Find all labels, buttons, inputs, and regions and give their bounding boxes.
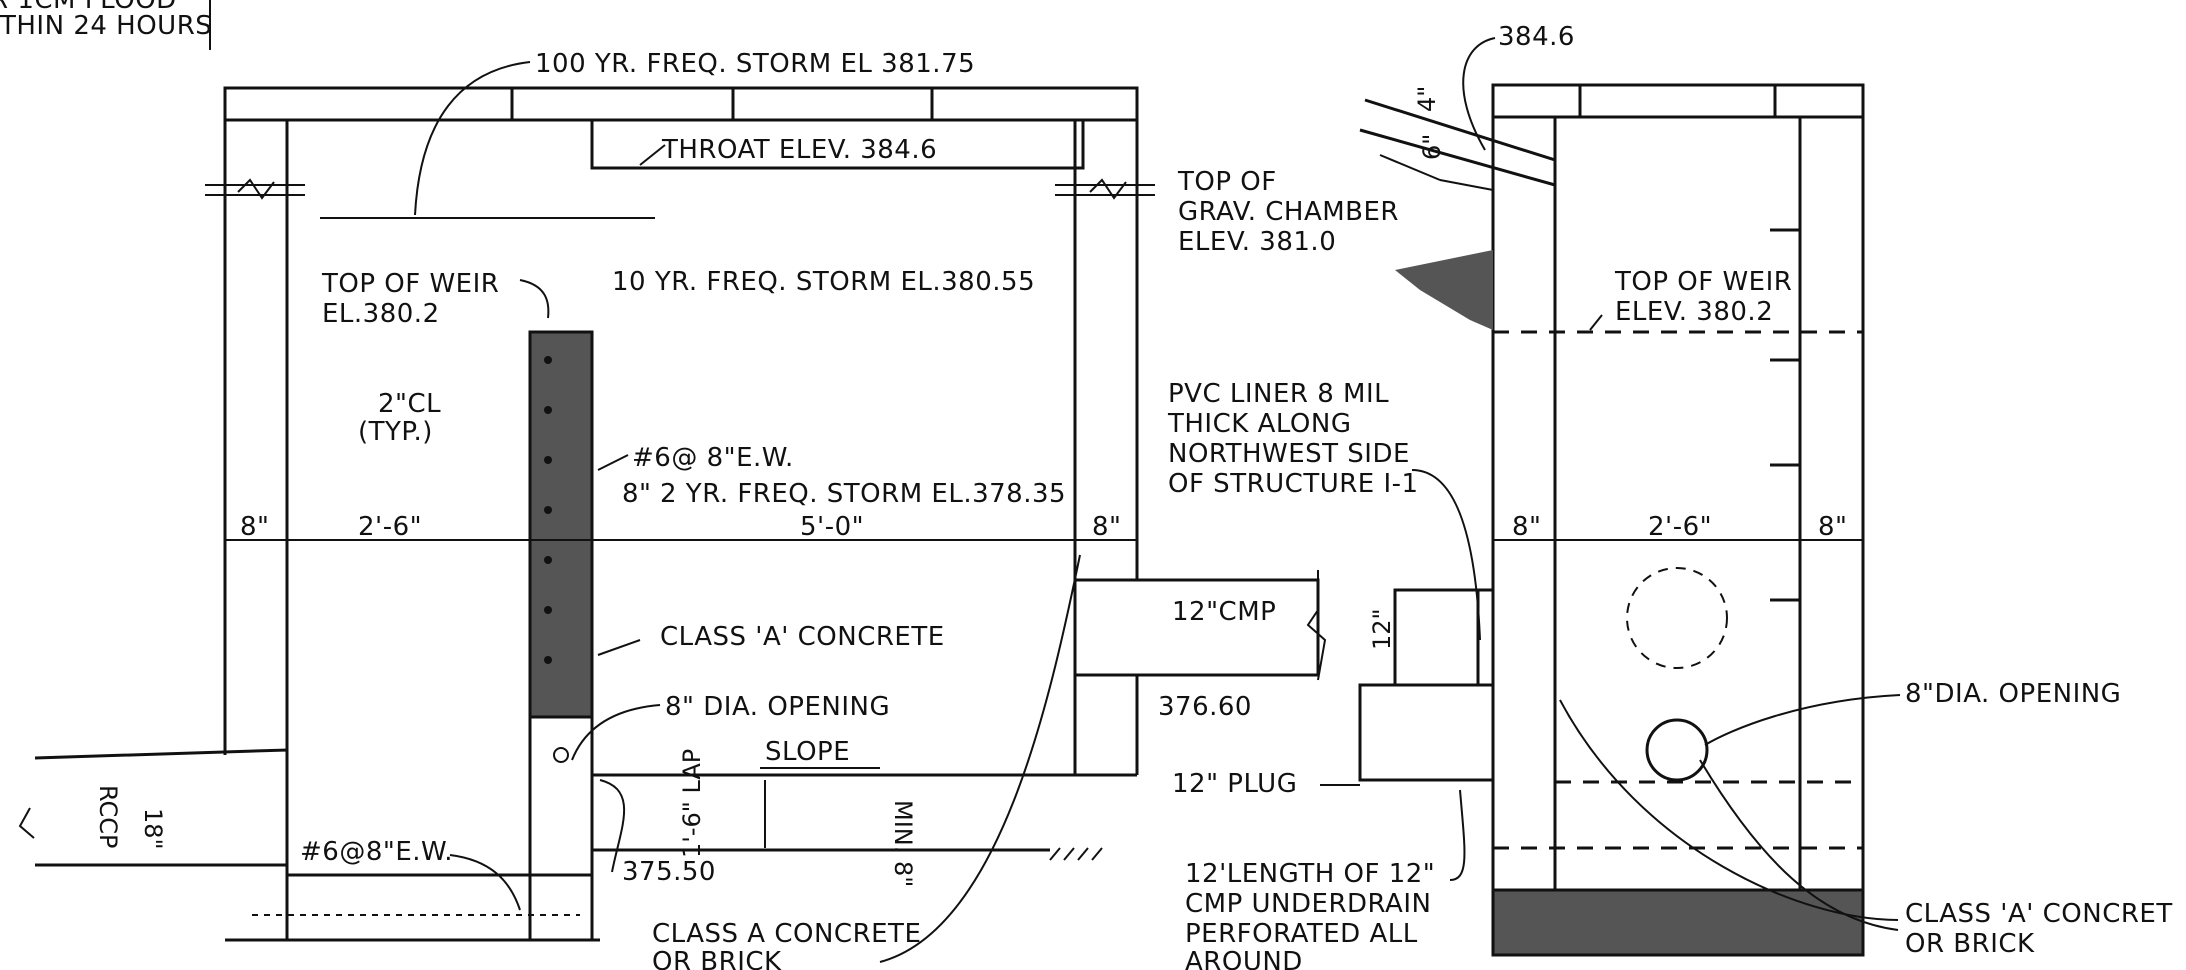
right-section — [1320, 37, 1901, 957]
ground-hatch — [1049, 847, 1103, 861]
plug-12 — [1358, 683, 1495, 782]
min-8-label: MIN. 8" — [889, 800, 917, 887]
rccp-size-label: 18" — [139, 808, 167, 850]
top-of-weir-right-2: ELEV. 380.2 — [1615, 297, 1773, 327]
dim-8-r1: 8" — [1512, 512, 1542, 542]
throat — [590, 118, 1085, 170]
leader-class-a-brick — [879, 554, 1081, 963]
weir-opening-mark — [553, 747, 569, 763]
dim-2-6-left: 2'-6" — [358, 512, 422, 542]
cmp-outlet — [1073, 578, 1320, 677]
top-of-weir-left-1: TOP OF WEIR — [321, 269, 499, 299]
cl-label-2: (TYP.) — [358, 417, 433, 447]
dim-2-6-right: 2'-6" — [1648, 512, 1712, 542]
elev-376-60-label: 376.60 — [1158, 692, 1252, 722]
rccp-break — [18, 807, 35, 839]
lap-label: 1'-6" LAP — [678, 749, 706, 858]
leader-class-a — [597, 639, 641, 656]
cl-label-1: 2"CL — [378, 389, 441, 419]
top-gray-1: TOP OF — [1177, 167, 1277, 197]
flood-note-line-2: THIN 24 HOURS — [0, 11, 212, 41]
left-section — [18, 61, 1327, 963]
flood-note-line-1: R 1CM FLOOD — [0, 0, 177, 15]
dim-8-mid: 8" — [1092, 512, 1122, 542]
weir-concrete — [530, 332, 592, 717]
top-gray-2: GRAV. CHAMBER — [1178, 197, 1399, 227]
dim-4-label: 4" — [1413, 86, 1441, 112]
underdrain-4: AROUND — [1185, 947, 1303, 970]
dashed-opening — [1626, 567, 1728, 669]
leader-100yr — [414, 61, 531, 216]
class-a-brick-2: OR BRICK — [652, 947, 782, 970]
leader-weir — [519, 279, 550, 319]
top-slab — [223, 86, 1139, 122]
leader-dia-opening — [571, 704, 661, 761]
plug-12-label: 12" PLUG — [1172, 769, 1297, 799]
rccp-label: RCCP — [94, 785, 122, 848]
rebar-dots — [544, 356, 552, 664]
leader-weir-right — [1589, 314, 1603, 331]
slope-label: SLOPE — [765, 737, 850, 767]
rebar-lower-label: #6@8"E.W. — [300, 837, 453, 867]
dia-opening-right-label: 8"DIA. OPENING — [1905, 679, 2121, 709]
leader-375-50 — [599, 779, 625, 873]
gravel-lid — [1359, 98, 1557, 187]
dim-8-left: 8" — [240, 512, 270, 542]
elev-375-50-label: 375.50 — [622, 857, 716, 887]
leader-rebar-lower — [449, 854, 521, 911]
dim-12-label: 12" — [1368, 608, 1396, 650]
leader-pvc — [1411, 469, 1481, 641]
top-of-weir-left-2: EL.380.2 — [322, 299, 440, 329]
pvc-line-3: NORTHWEST SIDE — [1168, 439, 1410, 469]
right-base-concrete — [1493, 890, 1863, 955]
top-gray-3: ELEV. 381.0 — [1178, 227, 1336, 257]
throat-elev-label: THROAT ELEV. 384.6 — [661, 135, 937, 165]
cmp-break — [1306, 570, 1327, 681]
gravel-lid-lower — [1379, 154, 1494, 191]
class-a-right-2: OR BRICK — [1905, 929, 2035, 959]
leader-class-right-2 — [1699, 759, 1899, 931]
break-mark-left — [205, 178, 305, 200]
class-a-concrete-label: CLASS 'A' CONCRETE — [660, 622, 945, 652]
pvc-line-1: PVC LINER 8 MIL — [1168, 379, 1389, 409]
storm-100yr-label: 100 YR. FREQ. STORM EL 381.75 — [535, 49, 975, 79]
flood-note: R 1CM FLOOD THIN 24 HOURS — [0, 0, 212, 50]
storm-10yr-label: 10 YR. FREQ. STORM EL.380.55 — [612, 267, 1035, 297]
leader-underdrain — [1449, 789, 1466, 881]
top-of-weir-right-1: TOP OF WEIR — [1614, 267, 1792, 297]
leader-dia-right — [1704, 694, 1901, 746]
dia-opening-left-label: 8" DIA. OPENING — [665, 692, 890, 722]
leader-class-right — [1559, 699, 1899, 921]
rccp-pipe — [34, 748, 289, 867]
weir-wall — [528, 330, 594, 719]
dim-8-r2: 8" — [1818, 512, 1848, 542]
cmp-12-label: 12"CMP — [1172, 597, 1276, 627]
underdrain-3: PERFORATED ALL — [1185, 919, 1418, 949]
leader-384-6 — [1462, 37, 1496, 151]
dia-opening-circle — [1645, 718, 1709, 782]
dim-6-label: 6" — [1418, 134, 1446, 160]
leader-rebar-upper — [597, 454, 629, 471]
underdrain-2: CMP UNDERDRAIN — [1185, 889, 1431, 919]
labels: 100 YR. FREQ. STORM EL 381.75 THROAT ELE… — [94, 22, 2173, 970]
right-top-slab — [1491, 83, 1865, 119]
pvc-line-2: THICK ALONG — [1167, 409, 1351, 439]
class-a-brick-1: CLASS A CONCRETE — [652, 919, 921, 949]
dim-5-0: 5'-0" — [800, 512, 864, 542]
rebar-upper-label: #6@ 8"E.W. — [632, 443, 794, 473]
pvc-line-4: OF STRUCTURE I-1 — [1168, 469, 1419, 499]
underdrain-1: 12'LENGTH OF 12" — [1185, 859, 1435, 889]
elev-384-6-label: 384.6 — [1498, 22, 1575, 52]
storm-2yr-prefix: 8" — [622, 479, 652, 509]
cmp-12-box — [1393, 588, 1495, 687]
break-mark-right — [1055, 178, 1155, 200]
storm-2yr-label: 2 YR. FREQ. STORM EL.378.35 — [660, 479, 1066, 509]
leader-throat — [639, 144, 666, 166]
class-a-right-1: CLASS 'A' CONCRET — [1905, 899, 2173, 929]
gravel-fill — [1395, 250, 1493, 330]
